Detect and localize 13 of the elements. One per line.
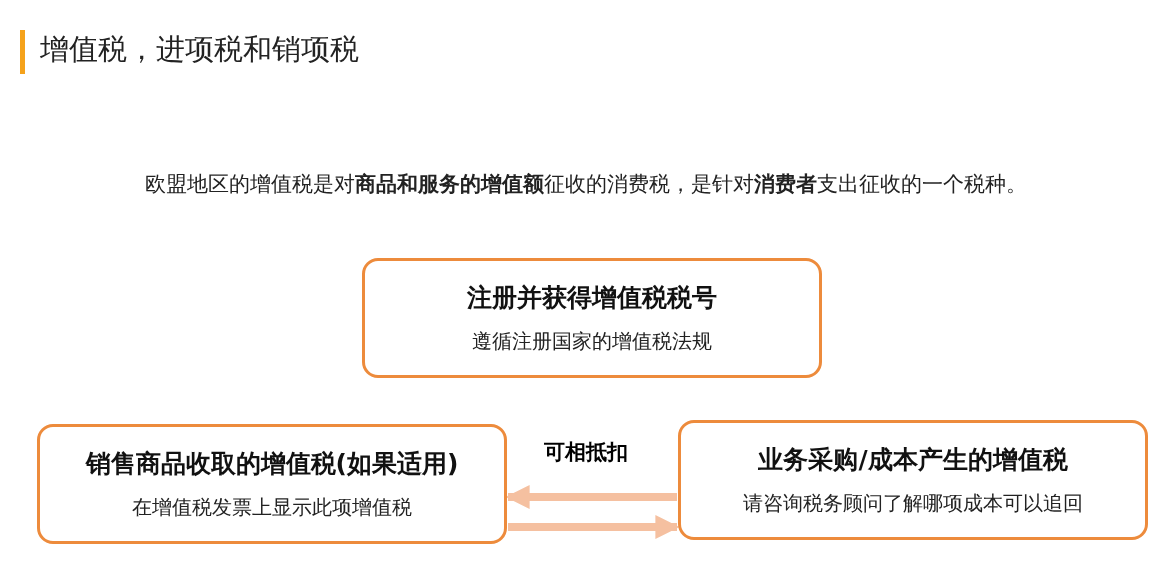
box-heading: 注册并获得增值税税号	[467, 282, 717, 314]
box-heading: 业务采购/成本产生的增值税	[758, 444, 1068, 476]
arrow	[508, 515, 680, 539]
box-text: 遵循注册国家的增值税法规	[472, 328, 712, 355]
intro-sentence: 欧盟地区的增值税是对商品和服务的增值额征收的消费税，是针对消费者支出征收的一个税种。	[143, 171, 1028, 198]
box-heading: 销售商品收取的增值税(如果适用)	[85, 448, 459, 480]
rounded-box	[362, 258, 822, 378]
box-text: 请咨询税务顾问了解哪项成本可以追回	[743, 490, 1083, 517]
rounded-box	[678, 420, 1148, 540]
rounded-box	[37, 424, 507, 544]
title: 增值税，进项税和销项税	[40, 31, 359, 68]
arrow	[505, 485, 677, 509]
box-text: 在增值税发票上显示此项增值税	[132, 494, 412, 521]
